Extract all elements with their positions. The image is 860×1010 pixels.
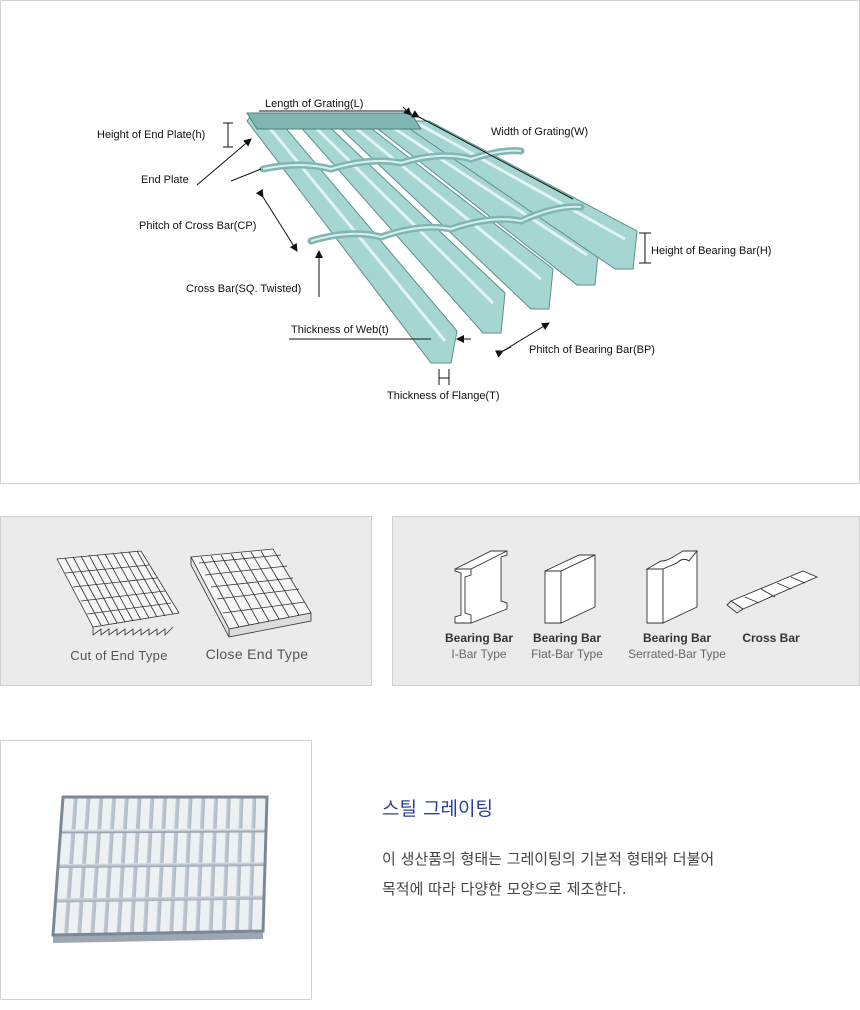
close-end-type-caption: Close End Type (205, 646, 309, 662)
bar-types-illustrations (454, 549, 819, 624)
bar-types-panel: Bearing Bar I-Bar Type Bearing Bar Flat-… (392, 516, 860, 686)
serrated-bar-subtitle: Serrated-Bar Type (628, 647, 726, 661)
label-height-of-bearing-bar: Height of Bearing Bar(H) (651, 245, 771, 257)
cross-bar-title: Cross Bar (742, 631, 800, 645)
flat-bar-title: Bearing Bar (532, 631, 602, 645)
grating-diagram-panel: Length of Grating(L) Width of Grating(W)… (0, 0, 860, 484)
product-title: 스틸 그레이팅 (382, 798, 493, 820)
label-pitch-of-cross-bar: Phitch of Cross Bar(CP) (139, 220, 256, 232)
label-length-of-grating: Length of Grating(L) (265, 98, 363, 110)
cut-end-type-caption: Cut of End Type (70, 648, 168, 663)
end-types-panel: Cut of End Type Close End Type (0, 516, 372, 686)
grating-grid (55, 796, 267, 934)
end-plate (246, 112, 422, 130)
product-description-line-2: 목적에 따라 다양한 모양으로 제조한다. (382, 880, 627, 898)
flat-bar-subtitle: Flat-Bar Type (531, 647, 603, 661)
twisted-cross-bar-illustration (726, 570, 819, 614)
grating-cross-bar (55, 895, 265, 903)
product-description-line-1: 이 생산품의 형태는 그레이팅의 기본적 형태와 더불어 (382, 850, 715, 868)
product-photo-panel (0, 740, 312, 1000)
serrated-bar-illustration (645, 549, 698, 624)
label-cross-bar: Cross Bar(SQ. Twisted) (186, 283, 301, 295)
serrated-bar-title: Bearing Bar (642, 631, 712, 645)
label-end-plate: End Plate (141, 174, 189, 186)
cut-end-grating-illustration (56, 550, 180, 636)
label-height-of-end-plate: Height of End Plate(h) (97, 129, 205, 141)
i-bar-title: Bearing Bar (444, 631, 514, 645)
grating-cross-bar (57, 862, 266, 868)
end-types-illustrations (56, 548, 312, 638)
label-thickness-of-web: Thickness of Web(t) (291, 324, 389, 336)
label-thickness-of-flange: Thickness of Flange(T) (387, 390, 499, 402)
cross-bars (259, 147, 585, 245)
steel-grating-photo (51, 795, 269, 943)
i-bar-illustration (454, 550, 508, 624)
i-bar-subtitle: I-Bar Type (451, 647, 507, 661)
flat-bar-illustration (544, 554, 596, 624)
grating-diagram: Length of Grating(L) Width of Grating(W)… (97, 98, 771, 402)
label-width-of-grating: Width of Grating(W) (491, 126, 588, 138)
grating-cross-bar (60, 828, 267, 834)
label-pitch-of-bearing-bar: Phitch of Bearing Bar(BP) (529, 344, 655, 356)
close-end-grating-illustration (190, 548, 312, 638)
